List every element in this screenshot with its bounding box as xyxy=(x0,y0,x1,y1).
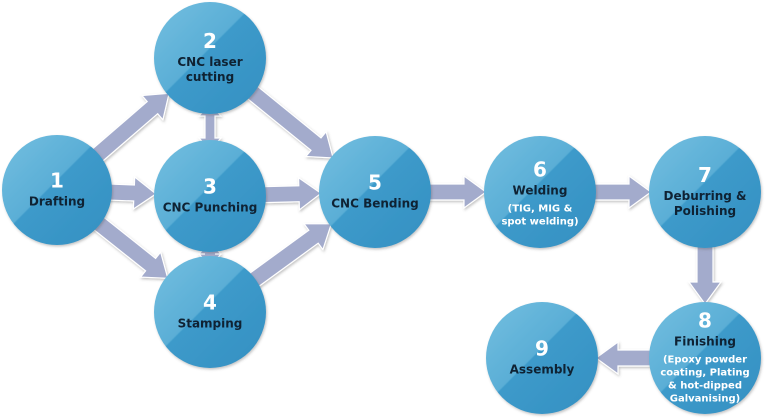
step-label: Stamping xyxy=(178,317,243,331)
step-description: (TIG, MIG & xyxy=(508,204,573,215)
arrow-1-to-4 xyxy=(84,209,169,279)
step-circle xyxy=(649,136,761,248)
step-label: cutting xyxy=(186,70,234,84)
step-description: (Epoxy powder xyxy=(663,355,747,366)
arrow-1-to-2 xyxy=(83,92,170,169)
step-label: Finishing xyxy=(674,335,736,349)
step-description: & hot-dipped xyxy=(668,381,742,392)
step-number: 7 xyxy=(698,163,712,187)
step-number: 8 xyxy=(698,309,712,333)
step-circle xyxy=(486,302,598,414)
step-number: 1 xyxy=(50,169,64,193)
step-circle xyxy=(649,302,761,414)
step-number: 5 xyxy=(368,171,382,195)
step-label: CNC Bending xyxy=(331,197,419,211)
step-description: coating, Plating xyxy=(660,368,749,379)
step-circle xyxy=(2,135,112,245)
step-number: 2 xyxy=(203,29,217,53)
step-circle xyxy=(484,136,596,248)
step-label: Drafting xyxy=(29,195,85,209)
step-circle xyxy=(154,140,266,252)
step-circle xyxy=(154,256,266,368)
step-number: 6 xyxy=(533,158,547,182)
step-number: 4 xyxy=(203,291,217,315)
step-number: 3 xyxy=(203,175,217,199)
step-number: 9 xyxy=(535,337,549,361)
step-circle xyxy=(154,2,266,114)
step-circle xyxy=(319,136,431,248)
step-label: Polishing xyxy=(674,204,736,218)
step-description: Galvanising) xyxy=(670,394,740,405)
step-label: Welding xyxy=(513,184,568,198)
arrow-4-to-5 xyxy=(240,223,333,294)
arrow-2-to-5 xyxy=(238,78,334,159)
arrows-layer xyxy=(83,78,723,376)
step-label: CNC Punching xyxy=(163,201,258,215)
step-label: CNC laser xyxy=(177,55,242,69)
step-label: Assembly xyxy=(510,363,575,377)
step-label: Deburring & xyxy=(664,189,747,203)
step-description: spot welding) xyxy=(501,217,578,228)
